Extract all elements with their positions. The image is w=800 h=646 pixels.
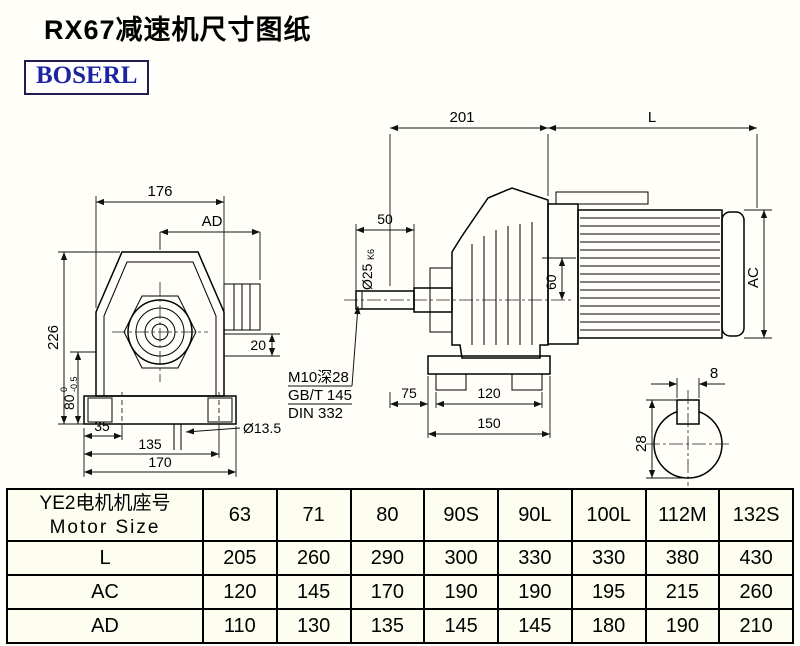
dim-value-cell: 210 xyxy=(718,608,794,644)
dim-value-cell: 300 xyxy=(423,540,499,576)
table-row-AC: AC 120 145 170 190 190 195 215 260 xyxy=(6,574,794,610)
dim-60: 60 xyxy=(543,274,559,290)
front-view-dimensions: 176 AD 226 80 0 -0.5 20 xyxy=(45,183,281,477)
dim-value-cell: 190 xyxy=(423,574,499,610)
thread-note-line1: M10深28 xyxy=(288,369,349,386)
page-title: RX67减速机尺寸图纸 xyxy=(44,15,312,45)
dim-shaft-fit: K6 xyxy=(366,249,376,260)
motor-size-label-en: Motor Size xyxy=(49,517,161,538)
dim-value-cell: 135 xyxy=(349,608,426,644)
dim-50: 50 xyxy=(377,211,393,227)
dim-80-tol-upper: 0 xyxy=(59,387,69,392)
brand-logo: BOSERL xyxy=(24,60,150,95)
dim-value-cell: 145 xyxy=(423,608,499,644)
dim-value-cell: 290 xyxy=(349,540,426,576)
dim-shaft-dia: Ø25 xyxy=(359,263,375,290)
dim-176: 176 xyxy=(147,183,172,200)
shaft-section-detail: 8 28 xyxy=(633,365,730,486)
dim-AD: AD xyxy=(202,213,223,230)
size-cell: 80 xyxy=(349,488,426,542)
dim-170: 170 xyxy=(148,454,172,470)
side-view xyxy=(344,187,745,391)
dim-key-width: 8 xyxy=(710,365,718,382)
dimension-table: YE2电机机座号 Motor Size 63 71 80 90S 90L 100… xyxy=(6,488,794,644)
dim-L: L xyxy=(648,109,656,126)
front-view xyxy=(83,251,261,450)
dim-row-label: AC xyxy=(6,574,204,610)
size-cell: 71 xyxy=(275,488,352,542)
dim-80: 80 xyxy=(61,394,77,410)
dim-value-cell: 430 xyxy=(718,540,794,576)
size-cell: 112M xyxy=(644,488,721,542)
table-header-row: YE2电机机座号 Motor Size 63 71 80 90S 90L 100… xyxy=(6,488,794,542)
dim-value-cell: 170 xyxy=(349,574,426,610)
dim-value-cell: 190 xyxy=(644,608,721,644)
motor-size-header-cell: YE2电机机座号 Motor Size xyxy=(6,488,204,542)
technical-drawing: 176 AD 226 80 0 -0.5 20 xyxy=(45,109,772,486)
dim-section-height: 28 xyxy=(633,435,650,452)
dim-value-cell: 180 xyxy=(570,608,647,644)
dim-hole-dia: Ø13.5 xyxy=(243,420,281,436)
size-cell: 63 xyxy=(202,488,278,542)
dim-AC: AC xyxy=(745,267,762,288)
dim-value-cell: 130 xyxy=(275,608,352,644)
dim-value-cell: 145 xyxy=(275,574,352,610)
dim-120: 120 xyxy=(477,385,501,401)
motor-size-label-cn: YE2电机机座号 xyxy=(39,493,171,514)
dim-value-cell: 190 xyxy=(497,574,573,610)
table-row-L: L 205 260 290 300 330 330 380 430 xyxy=(6,540,794,576)
dim-226: 226 xyxy=(45,325,62,350)
dim-row-label: L xyxy=(6,540,204,576)
size-cell: 132S xyxy=(718,488,794,542)
motor-cooling-fins xyxy=(580,217,720,331)
thread-note-line2: GB/T 145 xyxy=(288,387,352,404)
dim-value-cell: 145 xyxy=(497,608,573,644)
dim-value-cell: 205 xyxy=(202,540,278,576)
dim-20: 20 xyxy=(250,337,266,353)
dim-value-cell: 260 xyxy=(718,574,794,610)
size-cell: 100L xyxy=(570,488,647,542)
dim-80-tol-lower: -0.5 xyxy=(69,376,79,392)
dim-135: 135 xyxy=(138,436,162,452)
size-cell: 90L xyxy=(497,488,573,542)
dim-value-cell: 330 xyxy=(570,540,647,576)
dim-35: 35 xyxy=(94,418,110,434)
dim-value-cell: 195 xyxy=(570,574,647,610)
thread-note-line3: DIN 332 xyxy=(288,405,343,422)
dim-value-cell: 380 xyxy=(644,540,721,576)
dim-value-cell: 330 xyxy=(497,540,573,576)
dim-value-cell: 215 xyxy=(644,574,721,610)
dim-201: 201 xyxy=(449,109,474,126)
dim-value-cell: 110 xyxy=(202,608,278,644)
side-view-dimensions: 201 L 50 Ø25 K6 60 AC xyxy=(288,109,772,438)
size-cell: 90S xyxy=(423,488,499,542)
dim-row-label: AD xyxy=(6,608,204,644)
dim-150: 150 xyxy=(477,415,501,431)
table-row-AD: AD 110 130 135 145 145 180 190 210 xyxy=(6,608,794,644)
dim-value-cell: 120 xyxy=(202,574,278,610)
dim-value-cell: 260 xyxy=(275,540,352,576)
dim-75: 75 xyxy=(401,385,417,401)
